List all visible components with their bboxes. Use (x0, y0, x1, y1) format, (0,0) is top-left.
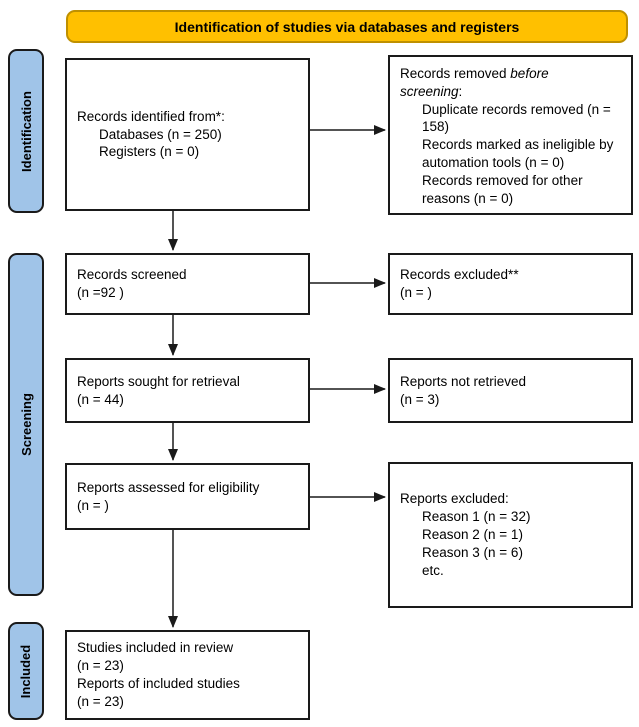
box-line: Reason 3 (n = 6) (422, 544, 523, 560)
box-line: (n = 44) (77, 391, 124, 407)
box-line: Databases (n = 250) (99, 126, 222, 142)
box-reports-assessed: Reports assessed for eligibility (n = ) (65, 463, 310, 530)
box-line: screening: (400, 83, 623, 101)
box-line: (n = ) (400, 285, 432, 300)
stage-screening: Screening (8, 253, 44, 596)
box-line: Records excluded** (400, 267, 519, 283)
box-line: etc. (422, 562, 444, 578)
box-line: Reports not retrieved (400, 373, 527, 389)
stage-identification: Identification (8, 49, 44, 213)
box-records-screened: Records screened (n =92 ) (65, 253, 310, 315)
box-line: (n = 23) (77, 658, 124, 674)
box-line: Reports of included studies (77, 676, 240, 691)
box-line-text: Records removed (400, 66, 511, 81)
diagram-header: Identification of studies via databases … (66, 10, 628, 43)
box-line: Registers (n = 0) (99, 144, 200, 160)
stage-included-label: Included (18, 644, 34, 698)
stage-screening-label: Screening (18, 393, 34, 456)
stage-identification-label: Identification (18, 90, 34, 172)
box-records-excluded: Records excluded** (n = ) (388, 253, 633, 315)
box-line: (n = 3) (400, 391, 440, 407)
box-line: Reason 1 (n = 32) (422, 509, 531, 525)
box-line: Reason 2 (n = 1) (422, 527, 523, 543)
box-line: Duplicate records removed (n = 158) (422, 101, 611, 135)
box-line: Reports sought for retrieval (77, 373, 240, 389)
box-line: Records marked as ineligible by automati… (422, 137, 614, 171)
box-line: Records removed before (400, 65, 623, 83)
diagram-header-title: Identification of studies via databases … (174, 18, 520, 35)
box-line: (n = 23) (77, 693, 124, 709)
box-reports-excluded: Reports excluded: Reason 1 (n = 32) Reas… (388, 462, 633, 608)
box-reports-not-retrieved: Reports not retrieved (n = 3) (388, 358, 633, 423)
box-line: (n =92 ) (77, 285, 124, 300)
box-line: Records removed for other reasons (n = 0… (422, 172, 583, 206)
box-line-text: : (458, 83, 463, 99)
box-line-italic: screening (400, 83, 459, 99)
box-line: Records identified from*: (77, 108, 225, 124)
stage-included: Included (8, 622, 44, 720)
box-records-identified: Records identified from*: Databases (n =… (65, 58, 310, 211)
box-records-removed: Records removed before screening: Duplic… (388, 55, 633, 215)
box-line: (n = ) (77, 497, 109, 513)
box-line: Records screened (77, 267, 187, 283)
box-line: Reports excluded: (400, 491, 509, 507)
box-studies-included: Studies included in review (n = 23) Repo… (65, 630, 310, 720)
box-line-italic: before (510, 66, 549, 81)
box-line: Reports assessed for eligibility (77, 479, 260, 495)
box-reports-sought: Reports sought for retrieval (n = 44) (65, 358, 310, 423)
box-line: Studies included in review (77, 640, 234, 656)
